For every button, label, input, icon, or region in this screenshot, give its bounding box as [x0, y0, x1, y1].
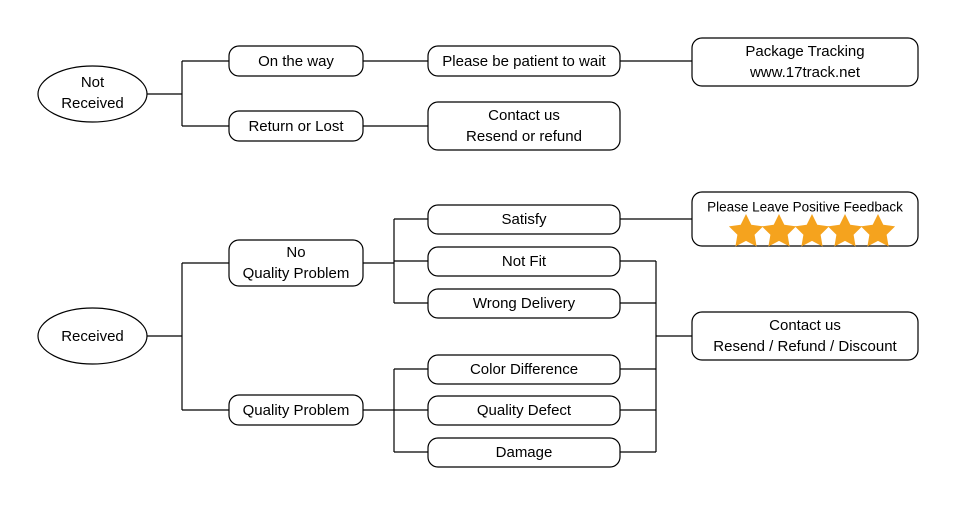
- wrong-delivery-box: [427, 288, 621, 319]
- node-color-difference[interactable]: Color Difference: [427, 354, 621, 385]
- not-received-label-line2: Received: [61, 95, 124, 112]
- contact-us-top-label-line2: Resend or refund: [466, 128, 582, 145]
- star-icon-1[interactable]: [728, 214, 764, 247]
- quality-problem-label: Quality Problem: [243, 402, 350, 419]
- please-be-patient-label: Please be patient to wait: [442, 53, 606, 70]
- node-satisfy[interactable]: Satisfy: [427, 204, 621, 235]
- on-the-way-box: [228, 45, 364, 77]
- damage-box: [427, 437, 621, 468]
- star-icon-3[interactable]: [794, 214, 830, 247]
- not-fit-label: Not Fit: [502, 253, 547, 270]
- node-not-fit[interactable]: Not Fit: [427, 246, 621, 277]
- package-tracking-url: www.17track.net: [749, 64, 861, 81]
- contact-us-bottom-label-line2: Resend / Refund / Discount: [713, 338, 897, 355]
- contact-us-top-box: [427, 101, 621, 151]
- node-quality-defect[interactable]: Quality Defect: [427, 395, 621, 426]
- node-wrong-delivery[interactable]: Wrong Delivery: [427, 288, 621, 319]
- please-be-patient-box: [427, 45, 621, 77]
- on-the-way-label: On the way: [258, 53, 334, 70]
- connector-group-received: [147, 218, 692, 453]
- node-return-or-lost[interactable]: Return or Lost: [228, 110, 364, 142]
- star-icon-4[interactable]: [827, 214, 863, 247]
- color-difference-label: Color Difference: [470, 361, 578, 378]
- not-received-label-line1: Not: [81, 74, 105, 91]
- quality-problem-box: [228, 394, 364, 426]
- color-difference-box: [427, 354, 621, 385]
- node-positive-feedback[interactable]: Please Leave Positive Feedback: [691, 191, 919, 247]
- node-please-be-patient[interactable]: Please be patient to wait: [427, 45, 621, 77]
- positive-feedback-label: Please Leave Positive Feedback: [707, 200, 903, 215]
- star-rating[interactable]: [728, 214, 896, 247]
- node-not-received[interactable]: Not Received: [37, 65, 148, 123]
- node-damage[interactable]: Damage: [427, 437, 621, 468]
- wrong-delivery-label: Wrong Delivery: [473, 295, 576, 312]
- return-or-lost-label: Return or Lost: [248, 118, 344, 135]
- node-contact-us-top[interactable]: Contact us Resend or refund: [427, 101, 621, 151]
- connector-group-not-received: [147, 60, 692, 127]
- not-fit-box: [427, 246, 621, 277]
- node-package-tracking[interactable]: Package Tracking www.17track.net: [691, 37, 919, 87]
- damage-label: Damage: [496, 444, 553, 461]
- quality-defect-box: [427, 395, 621, 426]
- received-label: Received: [61, 328, 124, 345]
- contact-us-top-label-line1: Contact us: [488, 107, 560, 124]
- contact-us-bottom-label-line1: Contact us: [769, 317, 841, 334]
- contact-us-bottom-box: [691, 311, 919, 361]
- package-tracking-label-line1: Package Tracking: [745, 43, 864, 60]
- node-on-the-way[interactable]: On the way: [228, 45, 364, 77]
- satisfy-label: Satisfy: [501, 211, 547, 228]
- node-received[interactable]: Received: [37, 307, 148, 365]
- not-received-ellipse: [37, 65, 148, 123]
- star-icon-2[interactable]: [761, 214, 797, 247]
- no-quality-problem-label-line1: No: [286, 244, 305, 261]
- satisfy-box: [427, 204, 621, 235]
- node-no-quality-problem[interactable]: No Quality Problem: [228, 239, 364, 287]
- node-contact-us-bottom[interactable]: Contact us Resend / Refund / Discount: [691, 311, 919, 361]
- return-or-lost-box: [228, 110, 364, 142]
- no-quality-problem-box: [228, 239, 364, 287]
- no-quality-problem-label-line2: Quality Problem: [243, 265, 350, 282]
- star-icon-5[interactable]: [860, 214, 896, 247]
- node-quality-problem[interactable]: Quality Problem: [228, 394, 364, 426]
- package-tracking-box: [691, 37, 919, 87]
- quality-defect-label: Quality Defect: [477, 402, 572, 419]
- received-ellipse: [37, 307, 148, 365]
